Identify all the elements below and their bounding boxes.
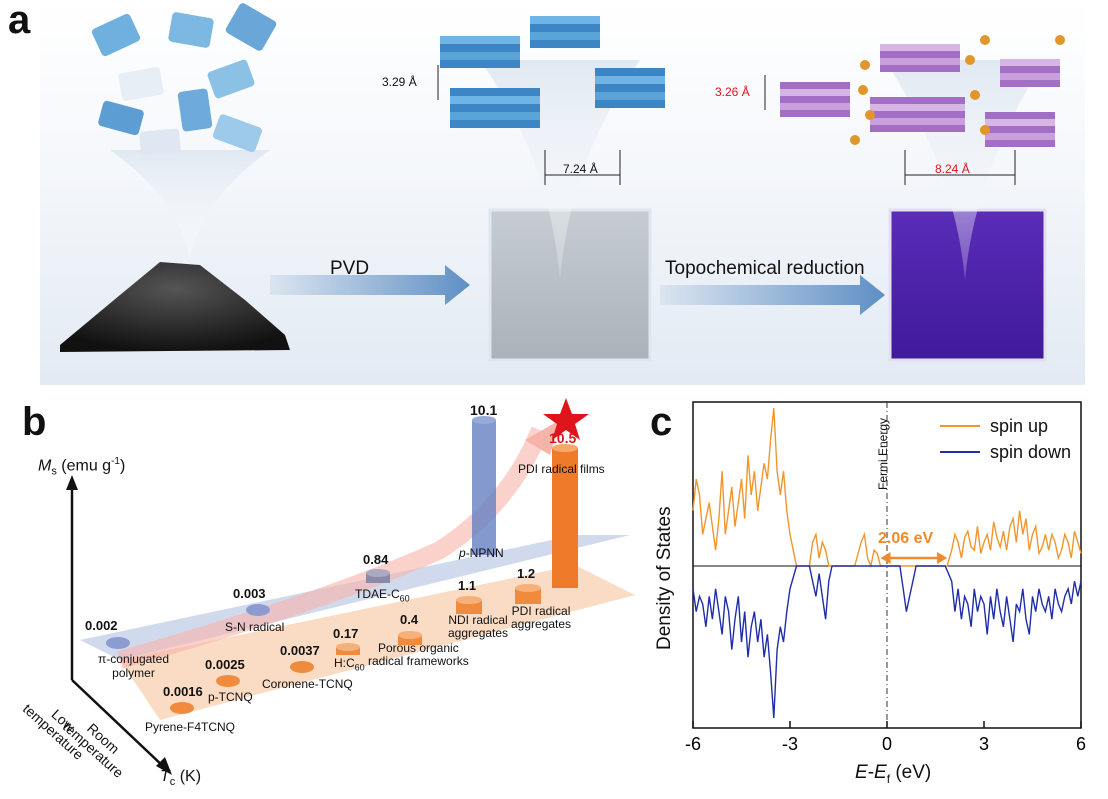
x-tick-label-3: 3 — [979, 734, 989, 754]
tc-axis — [71, 679, 166, 769]
value-0.84: 0.84 — [363, 552, 389, 567]
y-axis-label: Density of States — [654, 506, 675, 650]
x-ticks: -6 -3 0 3 6 — [685, 721, 1086, 754]
disk-pdi-agg — [515, 588, 541, 604]
star-icon — [543, 398, 589, 440]
trend-arrow-head — [525, 420, 560, 455]
room-temperature-plane — [120, 565, 635, 720]
name-s-n-radical: S-N radical — [225, 620, 285, 634]
x-tick-label-6: 6 — [1076, 734, 1086, 754]
flakes — [91, 3, 277, 156]
arrow-pvd — [270, 265, 470, 305]
value-0.0037: 0.0037 — [280, 643, 320, 658]
cone-1 — [110, 150, 270, 262]
x-tick-label--3: -3 — [782, 734, 798, 754]
label-spacing-1: 3.29 Å — [382, 75, 417, 89]
dos-plot: -6 -3 0 3 6 — [685, 401, 1086, 754]
series-group — [692, 407, 1082, 719]
value-0.0016: 0.0016 — [163, 684, 203, 699]
name-pyrene: Pyrene-F4TCNQ — [145, 720, 236, 734]
value-0.4: 0.4 — [400, 612, 419, 627]
ms-axis-label: Ms (emu g-1) — [38, 456, 126, 478]
name-hc60: H:C60 — [334, 656, 365, 673]
disk-p-tcnq — [216, 675, 240, 687]
value-0.003: 0.003 — [233, 586, 266, 601]
label-topochemical-reduction: Topochemical reduction — [665, 258, 865, 279]
disk-ndi — [456, 600, 482, 614]
disk-s-n-radical — [246, 604, 270, 616]
arrow-topochemical — [660, 275, 885, 315]
panel-b-drawing — [66, 398, 635, 775]
panel-label-a: a — [8, 0, 31, 42]
label-pvd: PVD — [330, 258, 370, 279]
disk-pyrene — [170, 702, 194, 714]
name-coronene-tcnq: Coronene-TCNQ — [262, 677, 353, 691]
label-spacing-2: 3.26 Å — [715, 85, 750, 99]
powder-pile — [60, 262, 290, 352]
name-p-tcnq: p-TCNQ — [208, 690, 253, 704]
proton-ions — [850, 35, 1065, 145]
disk-coronene — [290, 661, 314, 673]
series-line-spin-up — [692, 407, 1082, 569]
disk-tdae — [366, 573, 390, 583]
pillar-p-npnn — [472, 420, 496, 555]
film-gray — [488, 208, 652, 362]
series-line-spin-down — [692, 565, 1082, 719]
stack-purple — [780, 44, 1060, 147]
fermi-energy-label: Fermi Energy — [876, 417, 890, 490]
gap-arrow-head-right — [937, 552, 948, 564]
tc-axis-label: Tc (K) — [160, 768, 202, 789]
disk-porous — [398, 635, 422, 645]
gap-arrow-head-left — [880, 552, 891, 564]
panel-a-schematic: PVD Topochemical reduction 3.29 Å 7.24 Å… — [40, 0, 1085, 385]
panel-c-chart: -6 -3 0 3 6 spin up spin down Fermi Energy 2… — [650, 390, 1108, 794]
gap-label: 2.06 eV — [878, 530, 934, 547]
panel-label-c: c — [650, 400, 673, 444]
x-tick-label--6: -6 — [685, 734, 701, 754]
label-width-1: 7.24 Å — [563, 162, 598, 176]
legend-spin-up: spin up — [990, 416, 1049, 436]
value-1.1: 1.1 — [458, 578, 477, 593]
x-tick-label-0: 0 — [882, 734, 892, 754]
pillar-pdi-films — [552, 448, 578, 588]
value-1.2: 1.2 — [517, 566, 536, 581]
panel-a-drawing — [60, 3, 1065, 362]
value-10.5: 10.5 — [549, 430, 577, 446]
value-0.0025: 0.0025 — [205, 657, 245, 672]
name-p-npnn: p-NPNN — [459, 546, 504, 560]
name-pdi-films: PDI radical films — [518, 462, 605, 476]
name-tdae-c60: TDAE-C60 — [355, 587, 410, 604]
trend-arrow — [117, 426, 549, 669]
value-0.002: 0.002 — [85, 618, 118, 633]
value-10.1: 10.1 — [470, 402, 498, 418]
panel-label-b: b — [22, 400, 47, 444]
x-axis-label: E-Ef (eV) — [855, 762, 932, 786]
disk-pi-conjugated — [106, 637, 130, 649]
stack-blue — [440, 16, 665, 128]
legend-spin-down: spin down — [990, 442, 1072, 462]
value-0.17: 0.17 — [333, 626, 359, 641]
label-width-2: 8.24 Å — [935, 162, 970, 176]
